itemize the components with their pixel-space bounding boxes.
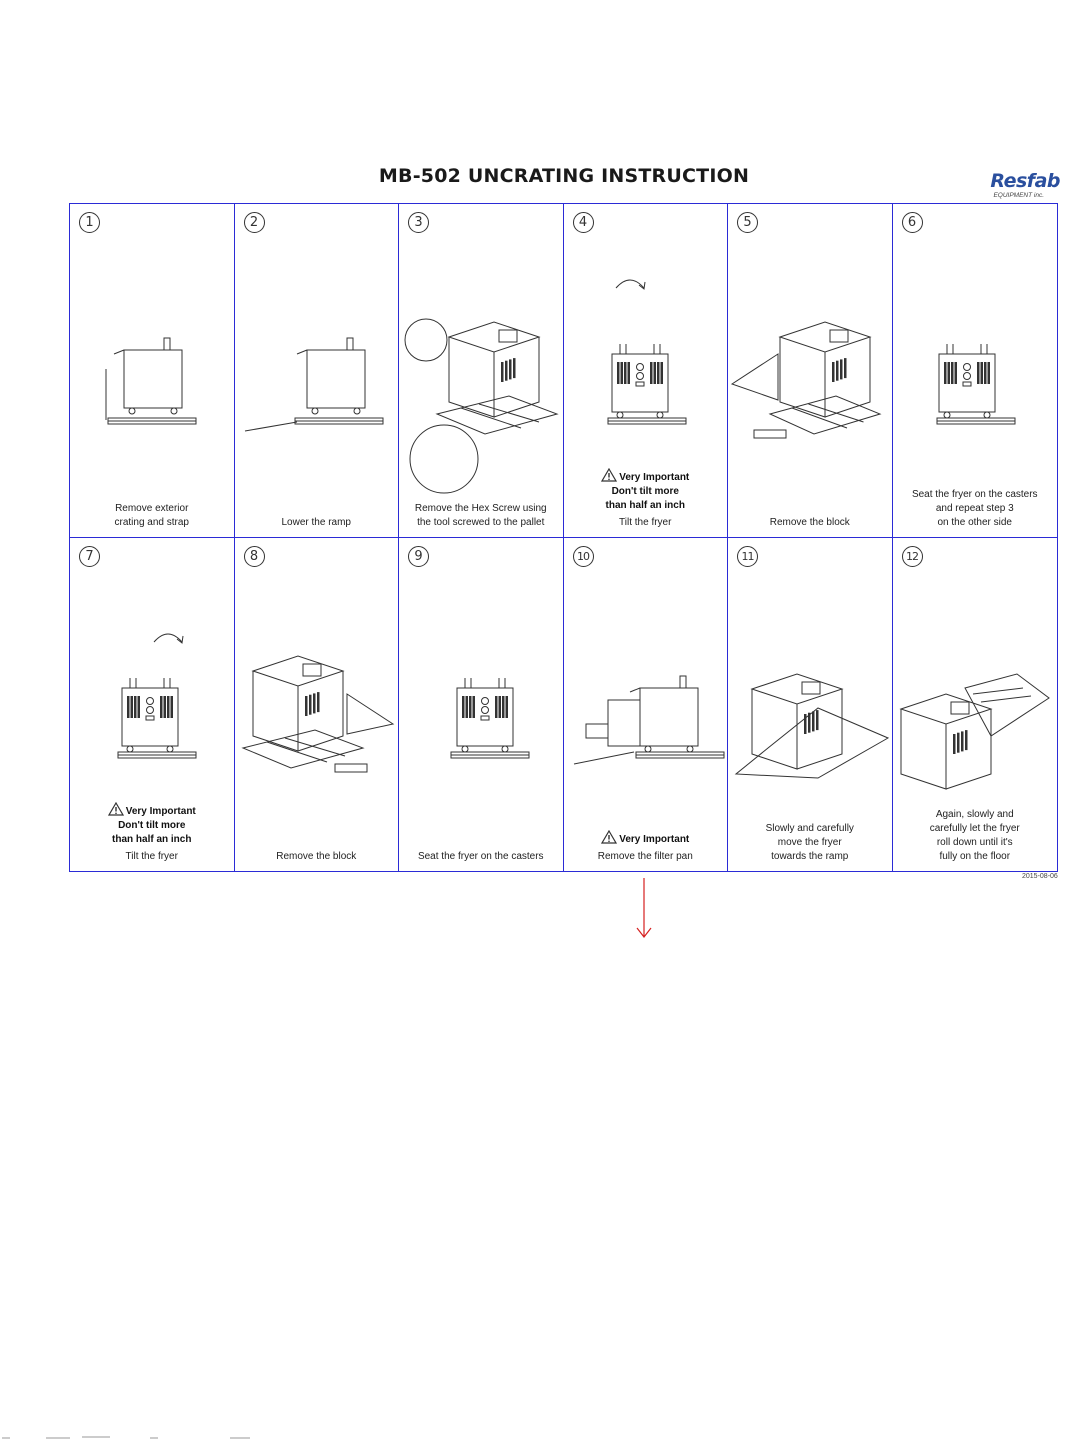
warning-text: Don't tilt more: [611, 485, 679, 497]
step-illustration: [898, 672, 1050, 790]
caption-line: Tilt the fryer: [619, 516, 672, 528]
step-caption: Remove exterior crating and strap: [70, 502, 234, 530]
step-caption: Tilt the fryer: [564, 516, 728, 530]
warning-note: Very Important: [564, 830, 728, 847]
step-caption: Remove the Hex Screw using the tool screw…: [399, 502, 563, 530]
step-3: 3 Remove the Hex Screw using the tool scr…: [399, 204, 564, 538]
caption-line: Remove the filter pan: [597, 851, 693, 862]
warning-text: than half an inch: [605, 499, 685, 511]
resfab-logo: Resfab EQUIPMENT inc.: [970, 170, 1060, 202]
caption-line: Remove exterior: [115, 502, 189, 514]
step-number: 11: [737, 545, 758, 567]
step-caption: Remove the block: [728, 516, 892, 530]
warning-triangle-icon: [601, 830, 618, 844]
step-illustration: [607, 279, 686, 425]
step-number: 3: [408, 212, 429, 233]
caption-line: Again, slowly and: [935, 809, 1014, 820]
caption-line: Remove the Hex Screw using: [414, 502, 547, 514]
step-number: 12: [901, 545, 923, 567]
caption-line: move the fryer: [777, 837, 842, 848]
step-number: 4: [572, 212, 594, 233]
logo-brand: Resfab: [990, 170, 1060, 192]
caption-line: Lower the ramp: [281, 516, 351, 528]
step-number: 9: [408, 545, 429, 567]
step-number: 5: [737, 212, 758, 233]
caption-line: Slowly and carefully: [765, 823, 854, 834]
step-illustration: [450, 677, 530, 758]
step-illustration: [730, 321, 882, 439]
step-caption: Again, slowly and carefully let the fryer…: [893, 808, 1058, 864]
caption-line: roll down until it's: [936, 837, 1013, 848]
caption-line: Remove the block: [276, 851, 357, 862]
step-number: 10: [572, 545, 594, 567]
step-number: 2: [243, 212, 265, 233]
warning-text: than half an inch: [112, 834, 192, 845]
caption-line: on the other side: [937, 516, 1013, 528]
step-number: 7: [79, 545, 100, 567]
step-number: 1: [79, 212, 100, 233]
warning-text: Very Important: [125, 806, 196, 817]
caption-line: Seat the fryer on the casters: [911, 488, 1038, 500]
step-caption: Lower the ramp: [235, 516, 399, 530]
caption-line: Tilt the fryer: [125, 851, 178, 862]
step-illustration: [734, 672, 890, 779]
document-date: 2015-08-06: [1022, 873, 1058, 880]
step-number: 8: [243, 545, 265, 567]
step-caption: Seat the fryer on the casters: [399, 850, 563, 864]
step-8: 8 Remove the block: [235, 537, 399, 871]
step-caption: Tilt the fryer: [70, 850, 234, 864]
warning-triangle-icon: [107, 802, 124, 816]
step-caption: Slowly and carefully move the fryer toward…: [728, 822, 892, 864]
caption-line: fully on the floor: [939, 851, 1011, 862]
down-arrow-icon: [636, 878, 652, 938]
step-number: 6: [901, 212, 923, 233]
caption-line: Remove the block: [769, 516, 850, 528]
caption-line: the tool screwed to the pallet: [417, 516, 545, 528]
step-illustration: [936, 344, 1015, 425]
step-illustration: [105, 337, 197, 425]
caption-line: Seat the fryer on the casters: [417, 851, 544, 862]
warning-text: Don't tilt more: [118, 820, 186, 831]
page-title: MB-502 UNCRATING INSTRUCTION: [378, 165, 750, 187]
caption-line: crating and strap: [114, 516, 190, 528]
step-illustration: [117, 633, 197, 758]
caption-line: towards the ramp: [771, 851, 849, 862]
step-caption: Seat the fryer on the casters and repeat …: [893, 488, 1058, 530]
footer-marks: [2, 1436, 250, 1439]
step-caption: Remove the block: [235, 850, 399, 864]
caption-line: carefully let the fryer: [929, 823, 1020, 834]
step-5: 5 Remove the block: [728, 204, 893, 538]
warning-text: Very Important: [619, 834, 690, 845]
warning-triangle-icon: [601, 467, 618, 482]
caption-line: and repeat step 3: [935, 502, 1014, 514]
warning-text: Very Important: [619, 471, 690, 483]
step-illustration: [573, 675, 724, 764]
logo-subtitle: EQUIPMENT inc.: [993, 192, 1044, 199]
step-illustration: [240, 654, 394, 772]
step-illustration: [404, 318, 559, 494]
step-illustration: [244, 337, 383, 432]
step-caption: Remove the filter pan: [564, 850, 728, 864]
